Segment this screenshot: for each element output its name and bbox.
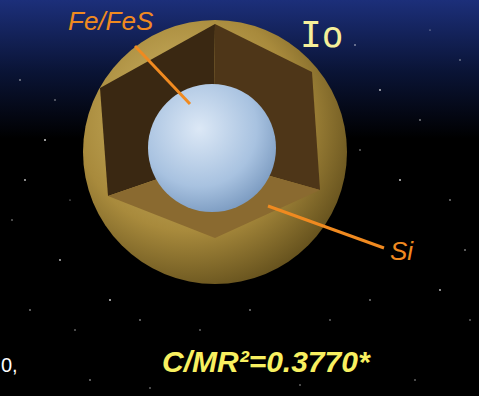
- moment-of-inertia: C/MR²=0.3770*: [162, 345, 370, 379]
- cut-text: 0,: [1, 354, 18, 377]
- core-label: Fe/FeS: [68, 6, 153, 37]
- diagram-title: Io: [300, 14, 343, 55]
- mantle-label: Si: [390, 236, 413, 267]
